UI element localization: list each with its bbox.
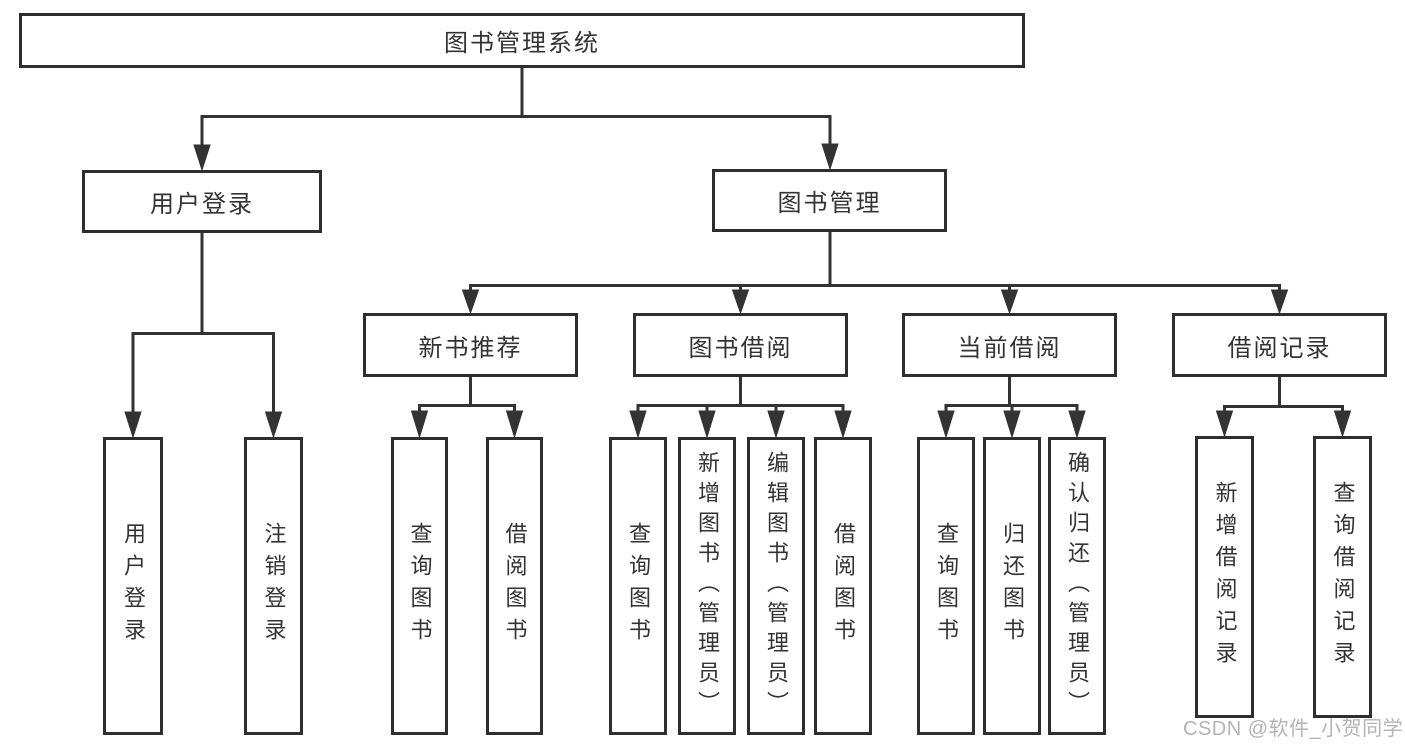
node-user-login: 用户登录 <box>82 170 322 233</box>
connector-user-login <box>124 233 283 439</box>
connector-borrow-records <box>1215 377 1352 438</box>
connector-book-mgmt <box>461 232 1289 315</box>
leaf-borrow-books-recommend: 借阅图书 <box>486 437 543 735</box>
leaf-user-login: 用户登录 <box>103 437 163 735</box>
connector-new-book-rec <box>410 377 524 439</box>
leaf-logout: 注销登录 <box>244 437 303 735</box>
node-current-borrow: 当前借阅 <box>902 313 1117 377</box>
connector-current-borrow <box>937 377 1086 439</box>
csdn-watermark: CSDN @软件_小贺同学 <box>1183 718 1404 740</box>
node-borrow-records: 借阅记录 <box>1172 313 1387 377</box>
node-book-management: 图书管理 <box>712 169 947 232</box>
leaf-query-books-current: 查询图书 <box>917 437 975 735</box>
leaf-return-books: 归还图书 <box>983 437 1041 735</box>
leaf-query-borrow-record: 查询借阅记录 <box>1313 436 1372 718</box>
leaf-edit-books-admin: 编辑图书（管理员） <box>747 437 805 735</box>
connector-book-borrow <box>629 377 852 439</box>
node-book-borrow: 图书借阅 <box>633 313 848 377</box>
leaf-add-borrow-record: 新增借阅记录 <box>1195 436 1254 718</box>
node-root-system: 图书管理系统 <box>19 13 1025 68</box>
connector-root <box>193 68 839 172</box>
leaf-add-books-admin: 新增图书（管理员） <box>678 437 736 735</box>
leaf-confirm-return-admin: 确认归还（管理员） <box>1048 437 1106 735</box>
leaf-query-books-recommend: 查询图书 <box>391 437 448 735</box>
leaf-borrow-books: 借阅图书 <box>814 437 872 735</box>
leaf-query-books-borrow: 查询图书 <box>609 437 667 735</box>
node-new-book-recommend: 新书推荐 <box>363 313 578 377</box>
